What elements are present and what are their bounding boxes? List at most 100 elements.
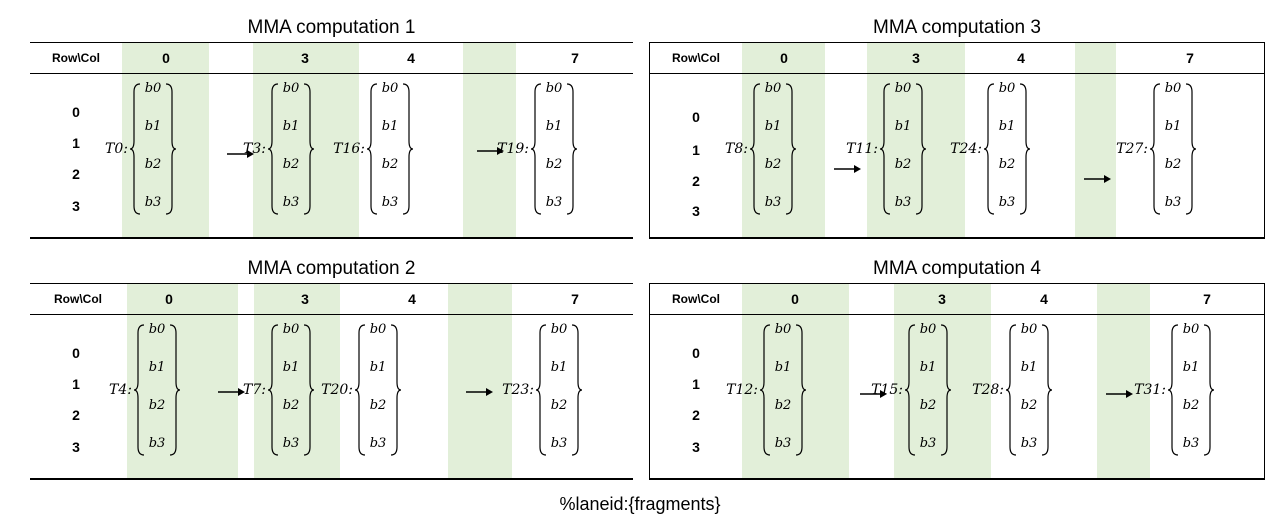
fragment-brace [268, 324, 314, 456]
fragment-value: b2 [144, 157, 162, 172]
fragment-value: b3 [998, 195, 1016, 210]
column-header: 0 [165, 291, 173, 307]
fragment-value: b1 [774, 360, 792, 375]
header-divider [650, 314, 1264, 315]
fragment-value: b3 [894, 195, 912, 210]
thread-label: T8: [725, 141, 748, 157]
panel-title: MMA computation 1 [247, 17, 416, 38]
fragment-value: b1 [282, 360, 300, 375]
fragment-brace [1006, 324, 1052, 456]
header-divider [650, 73, 1264, 74]
thread-label: T12: [726, 382, 758, 398]
fragment-brace [531, 83, 577, 215]
column-shading [254, 284, 340, 478]
panel-title: MMA computation 3 [873, 17, 1041, 38]
column-shading [1075, 43, 1116, 237]
right-arrow-icon [466, 388, 493, 396]
column-header: 3 [938, 291, 946, 307]
column-header: 4 [408, 291, 416, 307]
fragment-brace [1150, 83, 1196, 215]
fragment-value: b1 [1182, 360, 1200, 375]
thread-label: T23: [502, 382, 534, 398]
fragment-value: b0 [774, 322, 792, 337]
panel-title: MMA computation 4 [873, 258, 1041, 279]
fragment-value: b3 [919, 436, 937, 451]
corner-header: Row\Col [52, 51, 100, 65]
fragment-value: b1 [764, 119, 782, 134]
thread-label: T11: [846, 141, 878, 157]
row-label: 3 [72, 439, 80, 455]
fragment-brace [1168, 324, 1214, 456]
row-label: 1 [692, 376, 700, 392]
thread-label: T19: [497, 141, 529, 157]
column-shading [253, 43, 359, 237]
thread-label: T0: [105, 141, 128, 157]
fragment-value: b3 [774, 436, 792, 451]
fragment-value: b3 [1020, 436, 1038, 451]
fragment-value: b3 [148, 436, 166, 451]
fragment-value: b0 [144, 81, 162, 96]
row-label: 1 [72, 135, 80, 151]
fragment-value: b2 [894, 157, 912, 172]
fragment-brace [880, 83, 926, 215]
fragment-value: b0 [1020, 322, 1038, 337]
row-label: 0 [692, 345, 700, 361]
fragment-brace [536, 324, 582, 456]
fragment-value: b3 [1182, 436, 1200, 451]
column-shading [1097, 284, 1150, 478]
fragment-value: b3 [144, 195, 162, 210]
column-header: 4 [1017, 50, 1025, 66]
fragment-value: b1 [550, 360, 568, 375]
fragment-value: b2 [1020, 398, 1038, 413]
column-shading [742, 43, 825, 237]
column-shading [122, 43, 209, 237]
fragment-value: b2 [774, 398, 792, 413]
panel-title: MMA computation 2 [247, 258, 416, 279]
column-header: 7 [571, 50, 579, 66]
fragment-value: b1 [998, 119, 1016, 134]
fragment-value: b3 [1164, 195, 1182, 210]
fragment-value: b2 [998, 157, 1016, 172]
thread-label: T16: [333, 141, 365, 157]
column-header: 4 [407, 50, 415, 66]
right-arrow-icon [834, 165, 861, 173]
column-header: 7 [1186, 50, 1194, 66]
fragment-value: b2 [369, 398, 387, 413]
fragment-value: b2 [148, 398, 166, 413]
footer-caption: %laneid:{fragments} [559, 494, 721, 514]
fragment-value: b0 [282, 81, 300, 96]
fragment-value: b1 [894, 119, 912, 134]
thread-label: T28: [972, 382, 1004, 398]
right-arrow-icon [477, 147, 504, 155]
right-arrow-icon [227, 150, 254, 158]
column-header: 4 [1040, 291, 1048, 307]
fragment-value: b1 [1020, 360, 1038, 375]
row-label: 3 [72, 198, 80, 214]
row-label: 1 [692, 142, 700, 158]
fragment-value: b1 [282, 119, 300, 134]
fragment-value: b0 [545, 81, 563, 96]
fragment-brace [130, 83, 176, 215]
fragment-value: b3 [381, 195, 399, 210]
column-header: 3 [301, 291, 309, 307]
fragment-value: b1 [148, 360, 166, 375]
fragment-brace [905, 324, 951, 456]
row-label: 2 [72, 407, 80, 423]
column-header: 0 [791, 291, 799, 307]
